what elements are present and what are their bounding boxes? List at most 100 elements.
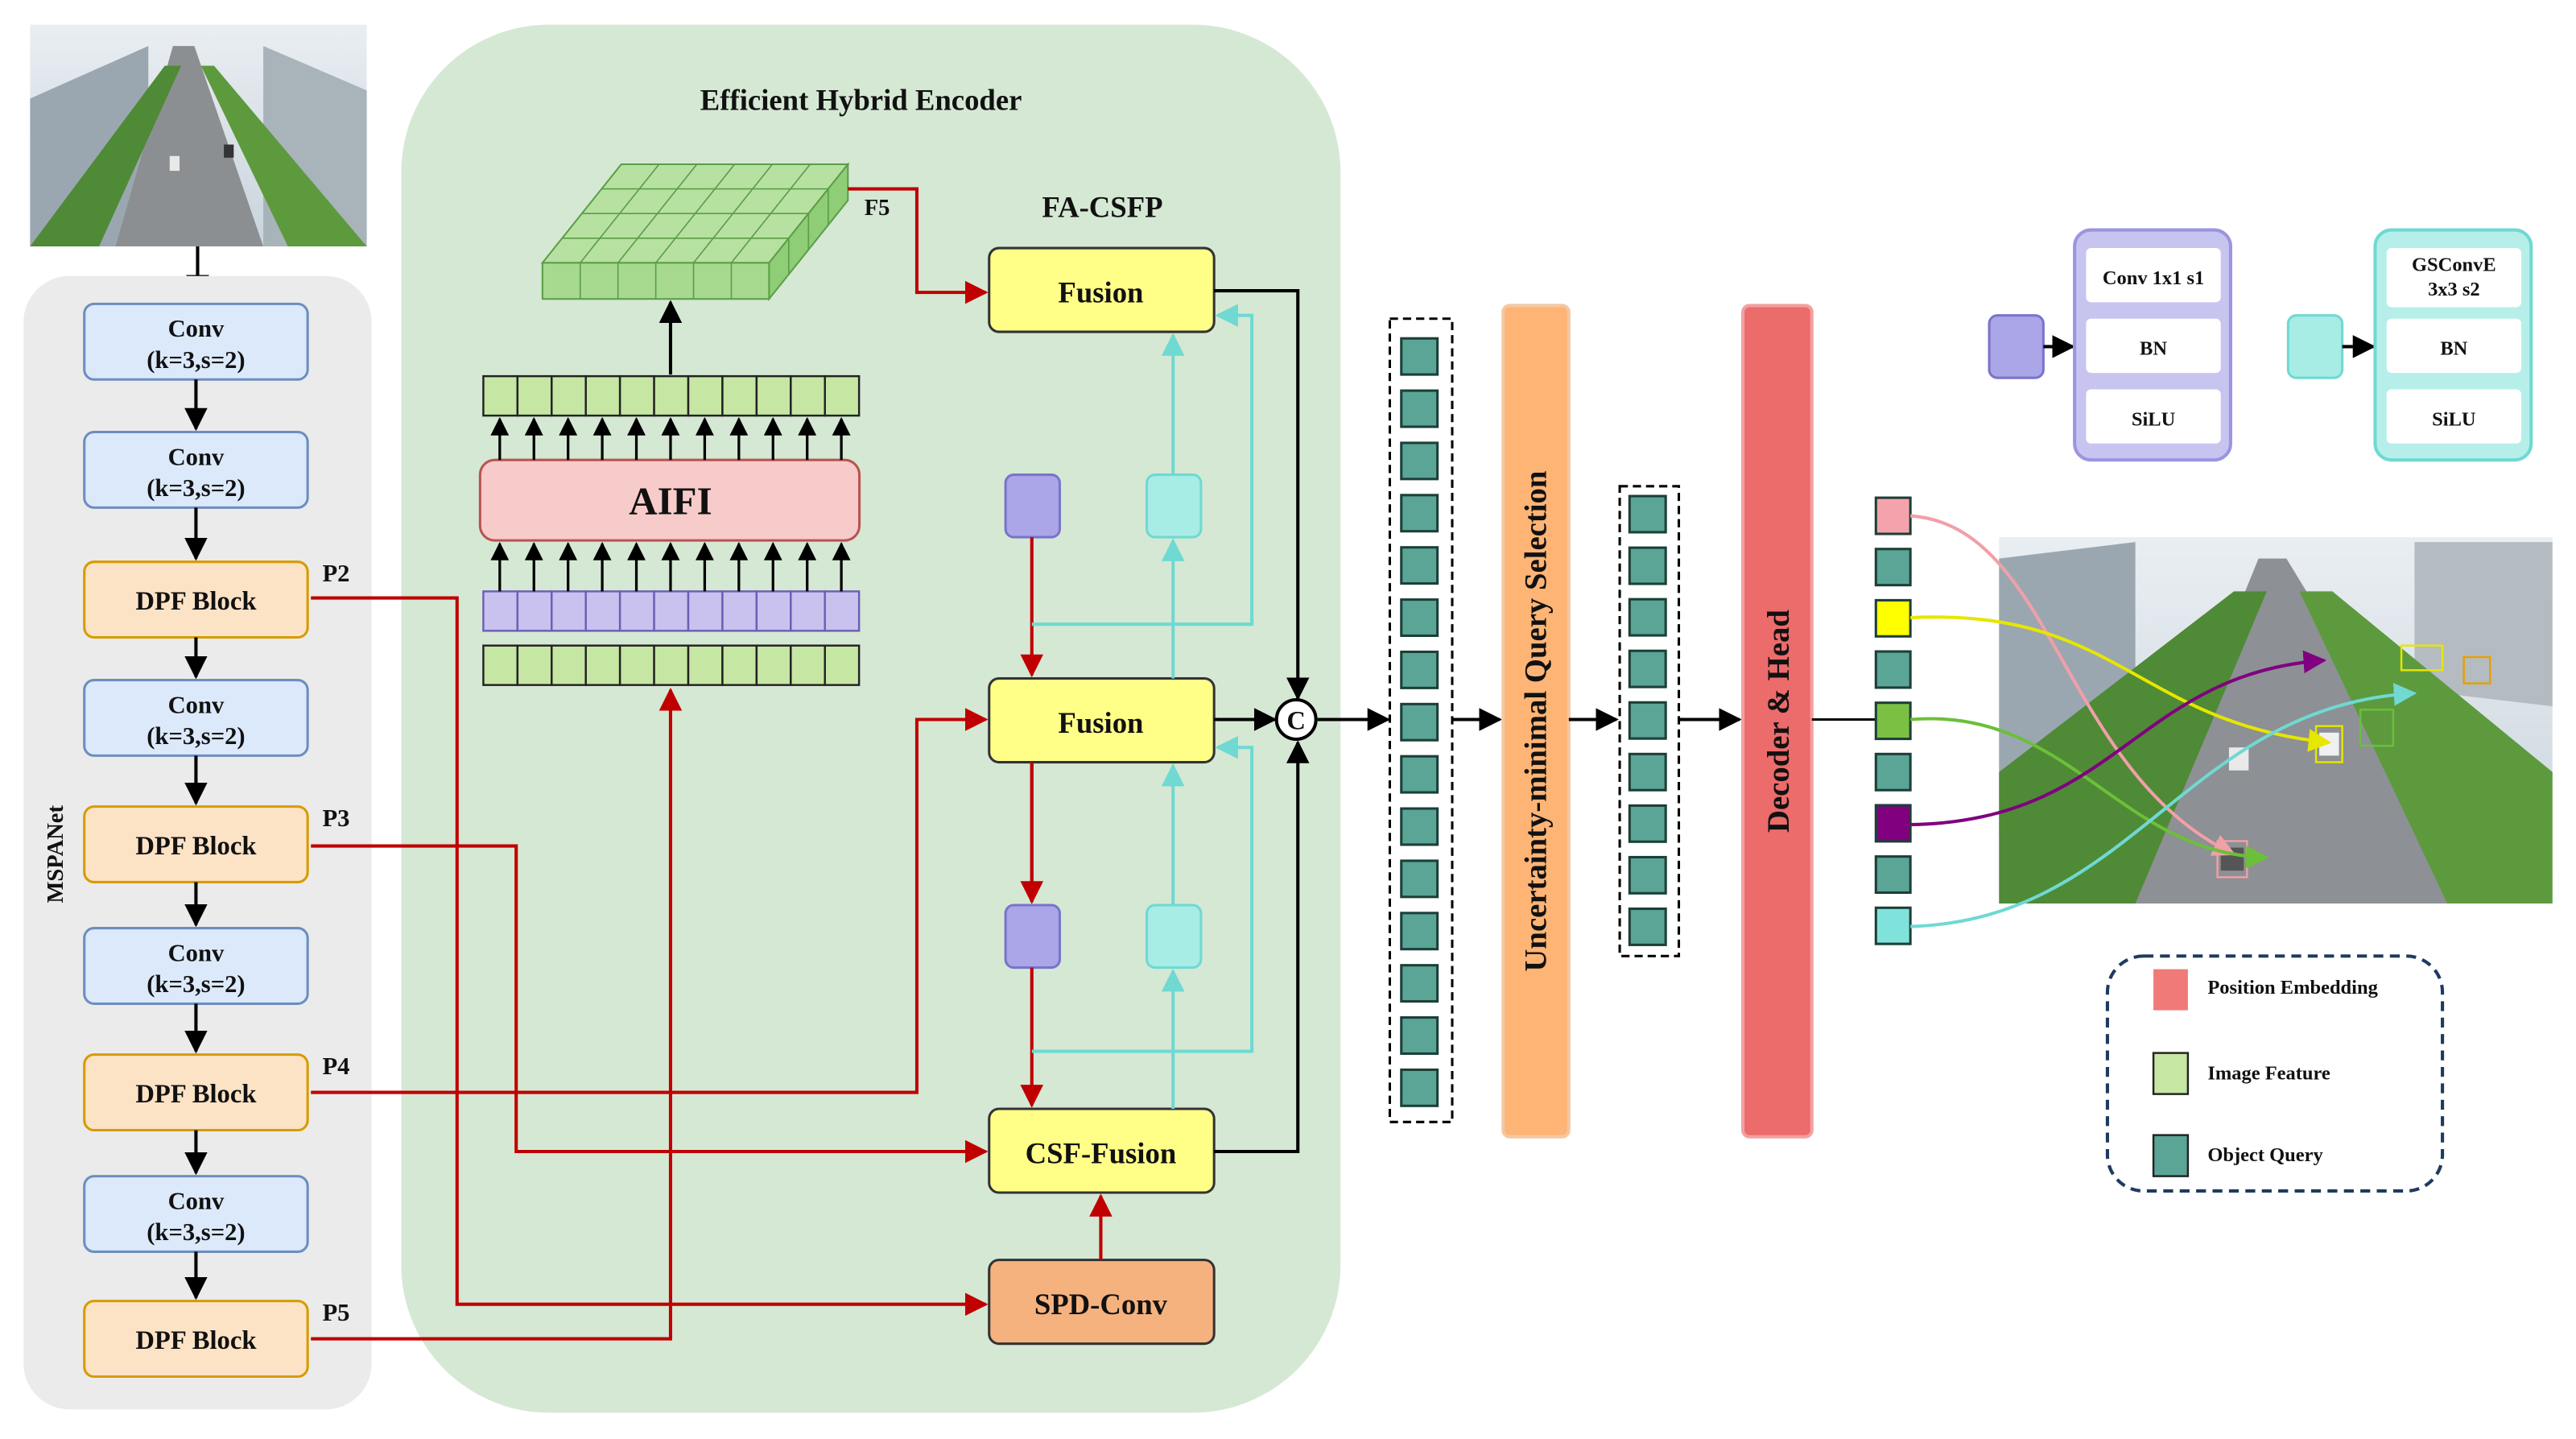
conv-block: Conv (k=3,s=2) [83, 927, 309, 1005]
output-query-token [1874, 855, 1912, 895]
token-cell [755, 644, 792, 686]
token-cell [790, 374, 826, 417]
token-column-1 [1400, 337, 1439, 1107]
object-query-token [1400, 807, 1439, 846]
token-cell [721, 644, 758, 686]
object-query-token [1400, 389, 1439, 428]
block-label: DPF Block [135, 832, 257, 861]
legend-swatch-object-query [2152, 1134, 2190, 1177]
cyan-routes [1031, 304, 1254, 1109]
token-cell [618, 374, 655, 417]
tap-label: P4 [323, 1052, 350, 1080]
block-label: DPF Block [135, 587, 257, 616]
object-query-token [1628, 649, 1667, 688]
token-cell [482, 590, 519, 632]
token-cell [687, 374, 724, 417]
input-image [30, 24, 367, 246]
conv-block: Conv(k=3,s=2) [83, 1175, 309, 1253]
fusion-mid-label: Fusion [1058, 706, 1143, 739]
token-cell [824, 644, 861, 686]
object-query-token [1400, 441, 1439, 481]
aifi-token-rows [482, 374, 861, 686]
block-line-2: (k=3,s=2) [147, 1218, 245, 1246]
aifi-arrows [490, 416, 851, 592]
query-selection-bar: Uncertainty-minimal Query Selection [1501, 304, 1571, 1139]
token-cell [618, 590, 655, 632]
output-query-token [1874, 906, 1912, 945]
facsfp-title: FA-CSFP [1042, 190, 1162, 223]
tap-label: P5 [323, 1299, 350, 1326]
legend-position-embedding: Position Embedding [2207, 977, 2377, 999]
legend-swatch-image-feature [2152, 1052, 2190, 1095]
query-detection-links [1909, 514, 2417, 928]
object-query-token [1400, 964, 1439, 1003]
backbone-blocks: Conv(k=3,s=2)Conv(k=3,s=2)DPF BlockP2Con… [83, 302, 350, 1379]
token-cell [755, 590, 792, 632]
gsconv-square-top [1146, 473, 1203, 539]
gsconv-legend-line-4: SiLU [2432, 408, 2476, 430]
token-cell [584, 590, 621, 632]
output-query-token [1874, 752, 1912, 792]
token-cell [824, 590, 861, 632]
token-cell [584, 374, 621, 417]
token-column-2-frame [1618, 485, 1681, 957]
conv-legend-square [1988, 314, 2045, 379]
object-query-token [1628, 804, 1667, 843]
block-line-2: (k=3,s=2) [147, 474, 245, 502]
token-cell [721, 374, 758, 417]
token-cell [551, 644, 587, 686]
token-column-2 [1628, 494, 1667, 946]
object-query-token [1628, 494, 1667, 534]
conv-legend-block: Conv 1x1 s1 BN SiLU [1988, 228, 2232, 462]
token-cell [551, 590, 587, 632]
object-query-token [1400, 598, 1439, 637]
conv-block: Conv (k=3,s=2) [83, 302, 309, 381]
block-line-1: Conv [168, 315, 225, 342]
output-query-token [1874, 548, 1912, 587]
object-query-token [1628, 907, 1667, 946]
encoder-title: Efficient Hybrid Encoder [700, 84, 1022, 117]
spd-conv-label: SPD-Conv [1034, 1288, 1168, 1321]
block-line-1: Conv [168, 443, 225, 470]
conv-square-bottom [1004, 904, 1061, 970]
conv-legend-line-2: BN [2140, 338, 2167, 360]
concat-symbol: C [1286, 707, 1306, 736]
object-query-token [1628, 855, 1667, 895]
token-cell [618, 644, 655, 686]
object-query-token [1400, 546, 1439, 585]
legend-image-feature: Image Feature [2207, 1062, 2330, 1084]
gsconv-legend-line-1: GSConvE [2412, 254, 2496, 276]
output-queries [1874, 496, 1912, 945]
fusion-mid-block: Fusion [988, 676, 1216, 764]
object-query-token [1400, 1068, 1439, 1107]
legend-box: Position Embedding Image Feature Object … [2105, 954, 2445, 1193]
concat-routes [1214, 289, 1391, 1154]
gsconv-square-bottom [1146, 904, 1203, 970]
block-line-1: Conv [168, 691, 225, 718]
object-query-token [1628, 598, 1667, 637]
token-cell [687, 644, 724, 686]
token-cell [584, 644, 621, 686]
token-cell [653, 374, 690, 417]
block-line-2: (k=3,s=2) [147, 346, 245, 374]
decoder-head-label: Decoder & Head [1761, 610, 1796, 833]
f5-feature-cube [540, 162, 850, 302]
fusion-top-block: Fusion [988, 246, 1216, 333]
red-routes [311, 187, 1113, 1341]
token-cell [482, 644, 519, 686]
spd-conv-block: SPD-Conv [988, 1259, 1216, 1346]
output-query-token [1874, 496, 1912, 535]
object-query-token [1400, 1016, 1439, 1055]
token-cell [516, 644, 553, 686]
gsconv-legend-line-2: 3x3 s2 [2428, 279, 2480, 300]
output-query-token [1874, 598, 1912, 638]
f5-label: F5 [865, 196, 890, 221]
token-cell [653, 644, 690, 686]
block-line-2: (k=3,s=2) [147, 970, 245, 998]
output-query-token [1874, 701, 1912, 741]
block-line-1: Conv [168, 939, 225, 966]
object-query-token [1400, 755, 1439, 794]
decoder-head-bar: Decoder & Head [1741, 304, 1814, 1139]
